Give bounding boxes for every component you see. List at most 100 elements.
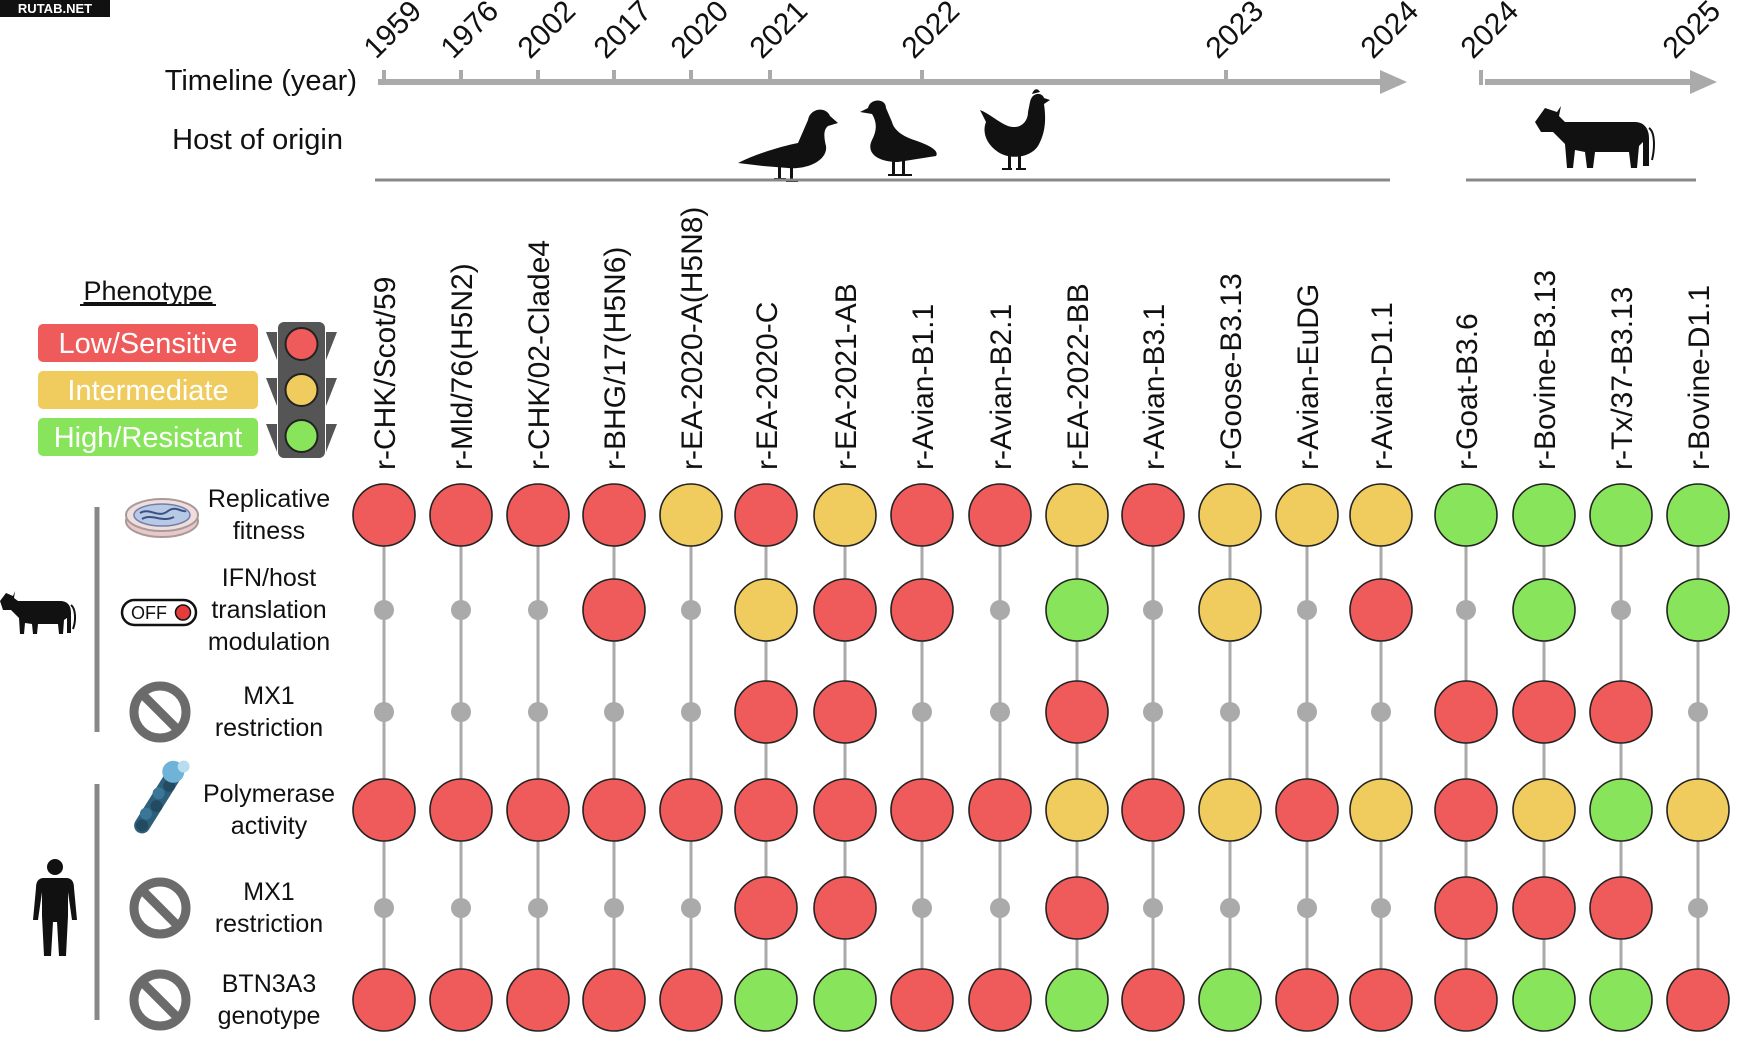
row-label-line: restriction [215,910,323,938]
cell-r2-c16-L [1589,680,1653,744]
cell-r2-c8-na [990,702,1010,722]
cell-r4-c12-na [1297,898,1317,918]
cell-r0-c6-I [813,483,877,547]
cell-r4-c5-L [734,876,798,940]
cell-r4-c6-L [813,876,877,940]
cell-r3-c10-L [1121,778,1185,842]
cell-r5-c11-H [1198,968,1262,1032]
cell-r2-c0-na [374,702,394,722]
row-label-4: MX1 restriction [215,878,323,938]
strain-label-r-avian-b1-1: r-Avian-B1.1 [907,304,940,470]
cell-r1-c15-H [1512,578,1576,642]
strain-label-r-avian-eudg: r-Avian-EuDG [1292,284,1325,470]
phenotype-matrix [352,483,1730,1032]
cell-r4-c9-L [1045,876,1109,940]
cell-r4-c4-na [681,898,701,918]
cell-r1-c0-na [374,600,394,620]
host-of-origin: Host of origin [172,89,1696,182]
row-label-line: MX1 [243,878,294,906]
cow-group-icon [0,591,77,634]
cell-r4-c13-na [1371,898,1391,918]
cell-r2-c3-na [604,702,624,722]
cell-r4-c0-na [374,898,394,918]
row-label-line: Polymerase [203,780,335,808]
timeline-year-2002: 2002 [512,0,583,65]
strain-label-r-ea-2020-a-h5n8: r-EA-2020-A(H5N8) [676,207,709,470]
cell-r3-c3-L [582,778,646,842]
legend-label: Intermediate [67,375,228,407]
row-label-line: activity [231,812,308,840]
traffic-light-icon [266,322,337,458]
row-label-line: BTN3A3 [222,970,316,998]
cell-r4-c10-na [1143,898,1163,918]
cell-r1-c1-na [451,600,471,620]
timeline-year-2022: 2022 [896,0,967,65]
cell-r2-c9-L [1045,680,1109,744]
cell-r5-c9-H [1045,968,1109,1032]
column-connectors [382,515,1700,1000]
legend-swatch [38,324,258,362]
row-label-line: fitness [233,517,305,545]
cell-r2-c15-L [1512,680,1576,744]
host-groups [0,507,100,1020]
strain-label-r-goat-b3-6: r-Goat-B3.6 [1451,313,1484,470]
cell-r3-c1-L [429,778,493,842]
strain-label-r-bovine-b3-13: r-Bovine-B3.13 [1529,270,1562,470]
timeline-year-2023: 2023 [1200,0,1271,65]
cell-r3-c7-L [890,778,954,842]
row-label-line: genotype [218,1002,321,1030]
cell-r0-c12-I [1275,483,1339,547]
cell-r3-c14-L [1434,778,1498,842]
strain-label-r-avian-b3-1: r-Avian-B3.1 [1138,304,1171,470]
chicken-icon [980,89,1050,170]
cell-r4-c8-na [990,898,1010,918]
legend-swatch [38,418,258,456]
cell-r0-c11-I [1198,483,1262,547]
cell-r0-c7-L [890,483,954,547]
cell-r3-c15-I [1512,778,1576,842]
cell-r4-c16-L [1589,876,1653,940]
petri-dish-icon [125,498,199,538]
cell-r2-c17-na [1688,702,1708,722]
timeline-year-2017: 2017 [588,0,659,65]
cell-r1-c8-na [990,600,1010,620]
cell-r0-c2-L [506,483,570,547]
legend-label: High/Resistant [54,422,243,454]
cell-r2-c2-na [528,702,548,722]
cell-r1-c3-L [582,578,646,642]
row-label-line: MX1 [243,682,294,710]
cell-r2-c6-L [813,680,877,744]
cell-r5-c4-L [659,968,723,1032]
row-label-line: Replicative [208,485,330,513]
watermark: RUTAB.NET [0,0,110,17]
strain-label-r-ea-2021-ab: r-EA-2021-AB [830,283,863,470]
strain-label-r-bovine-d1-1: r-Bovine-D1.1 [1683,285,1716,470]
cell-r0-c4-I [659,483,723,547]
strain-label-r-tx-37-b3-13: r-Tx/37-B3.13 [1606,287,1639,470]
strain-label-r-ea-2020-c: r-EA-2020-C [751,302,784,470]
human-icon [33,859,77,956]
row-label-line: translation [211,596,326,624]
cell-r4-c15-L [1512,876,1576,940]
strain-label-r-bhg-17-h5n6: r-BHG/17(H5N6) [599,247,632,470]
cell-r3-c5-L [734,778,798,842]
cell-r4-c14-L [1434,876,1498,940]
watermark-text: RUTAB.NET [18,1,92,16]
cell-r5-c17-L [1666,968,1730,1032]
cell-r2-c1-na [451,702,471,722]
cell-r3-c9-I [1045,778,1109,842]
cell-r2-c13-na [1371,702,1391,722]
cell-r5-c1-L [429,968,493,1032]
cell-r0-c5-L [734,483,798,547]
cell-r3-c16-H [1589,778,1653,842]
prohibited-icon [129,969,191,1031]
cell-r5-c6-H [813,968,877,1032]
cell-r1-c16-na [1611,600,1631,620]
cell-r3-c0-L [352,778,416,842]
cell-r5-c7-L [890,968,954,1032]
strain-label-r-ea-2022-bb: r-EA-2022-BB [1062,283,1095,470]
cell-r5-c8-L [968,968,1032,1032]
